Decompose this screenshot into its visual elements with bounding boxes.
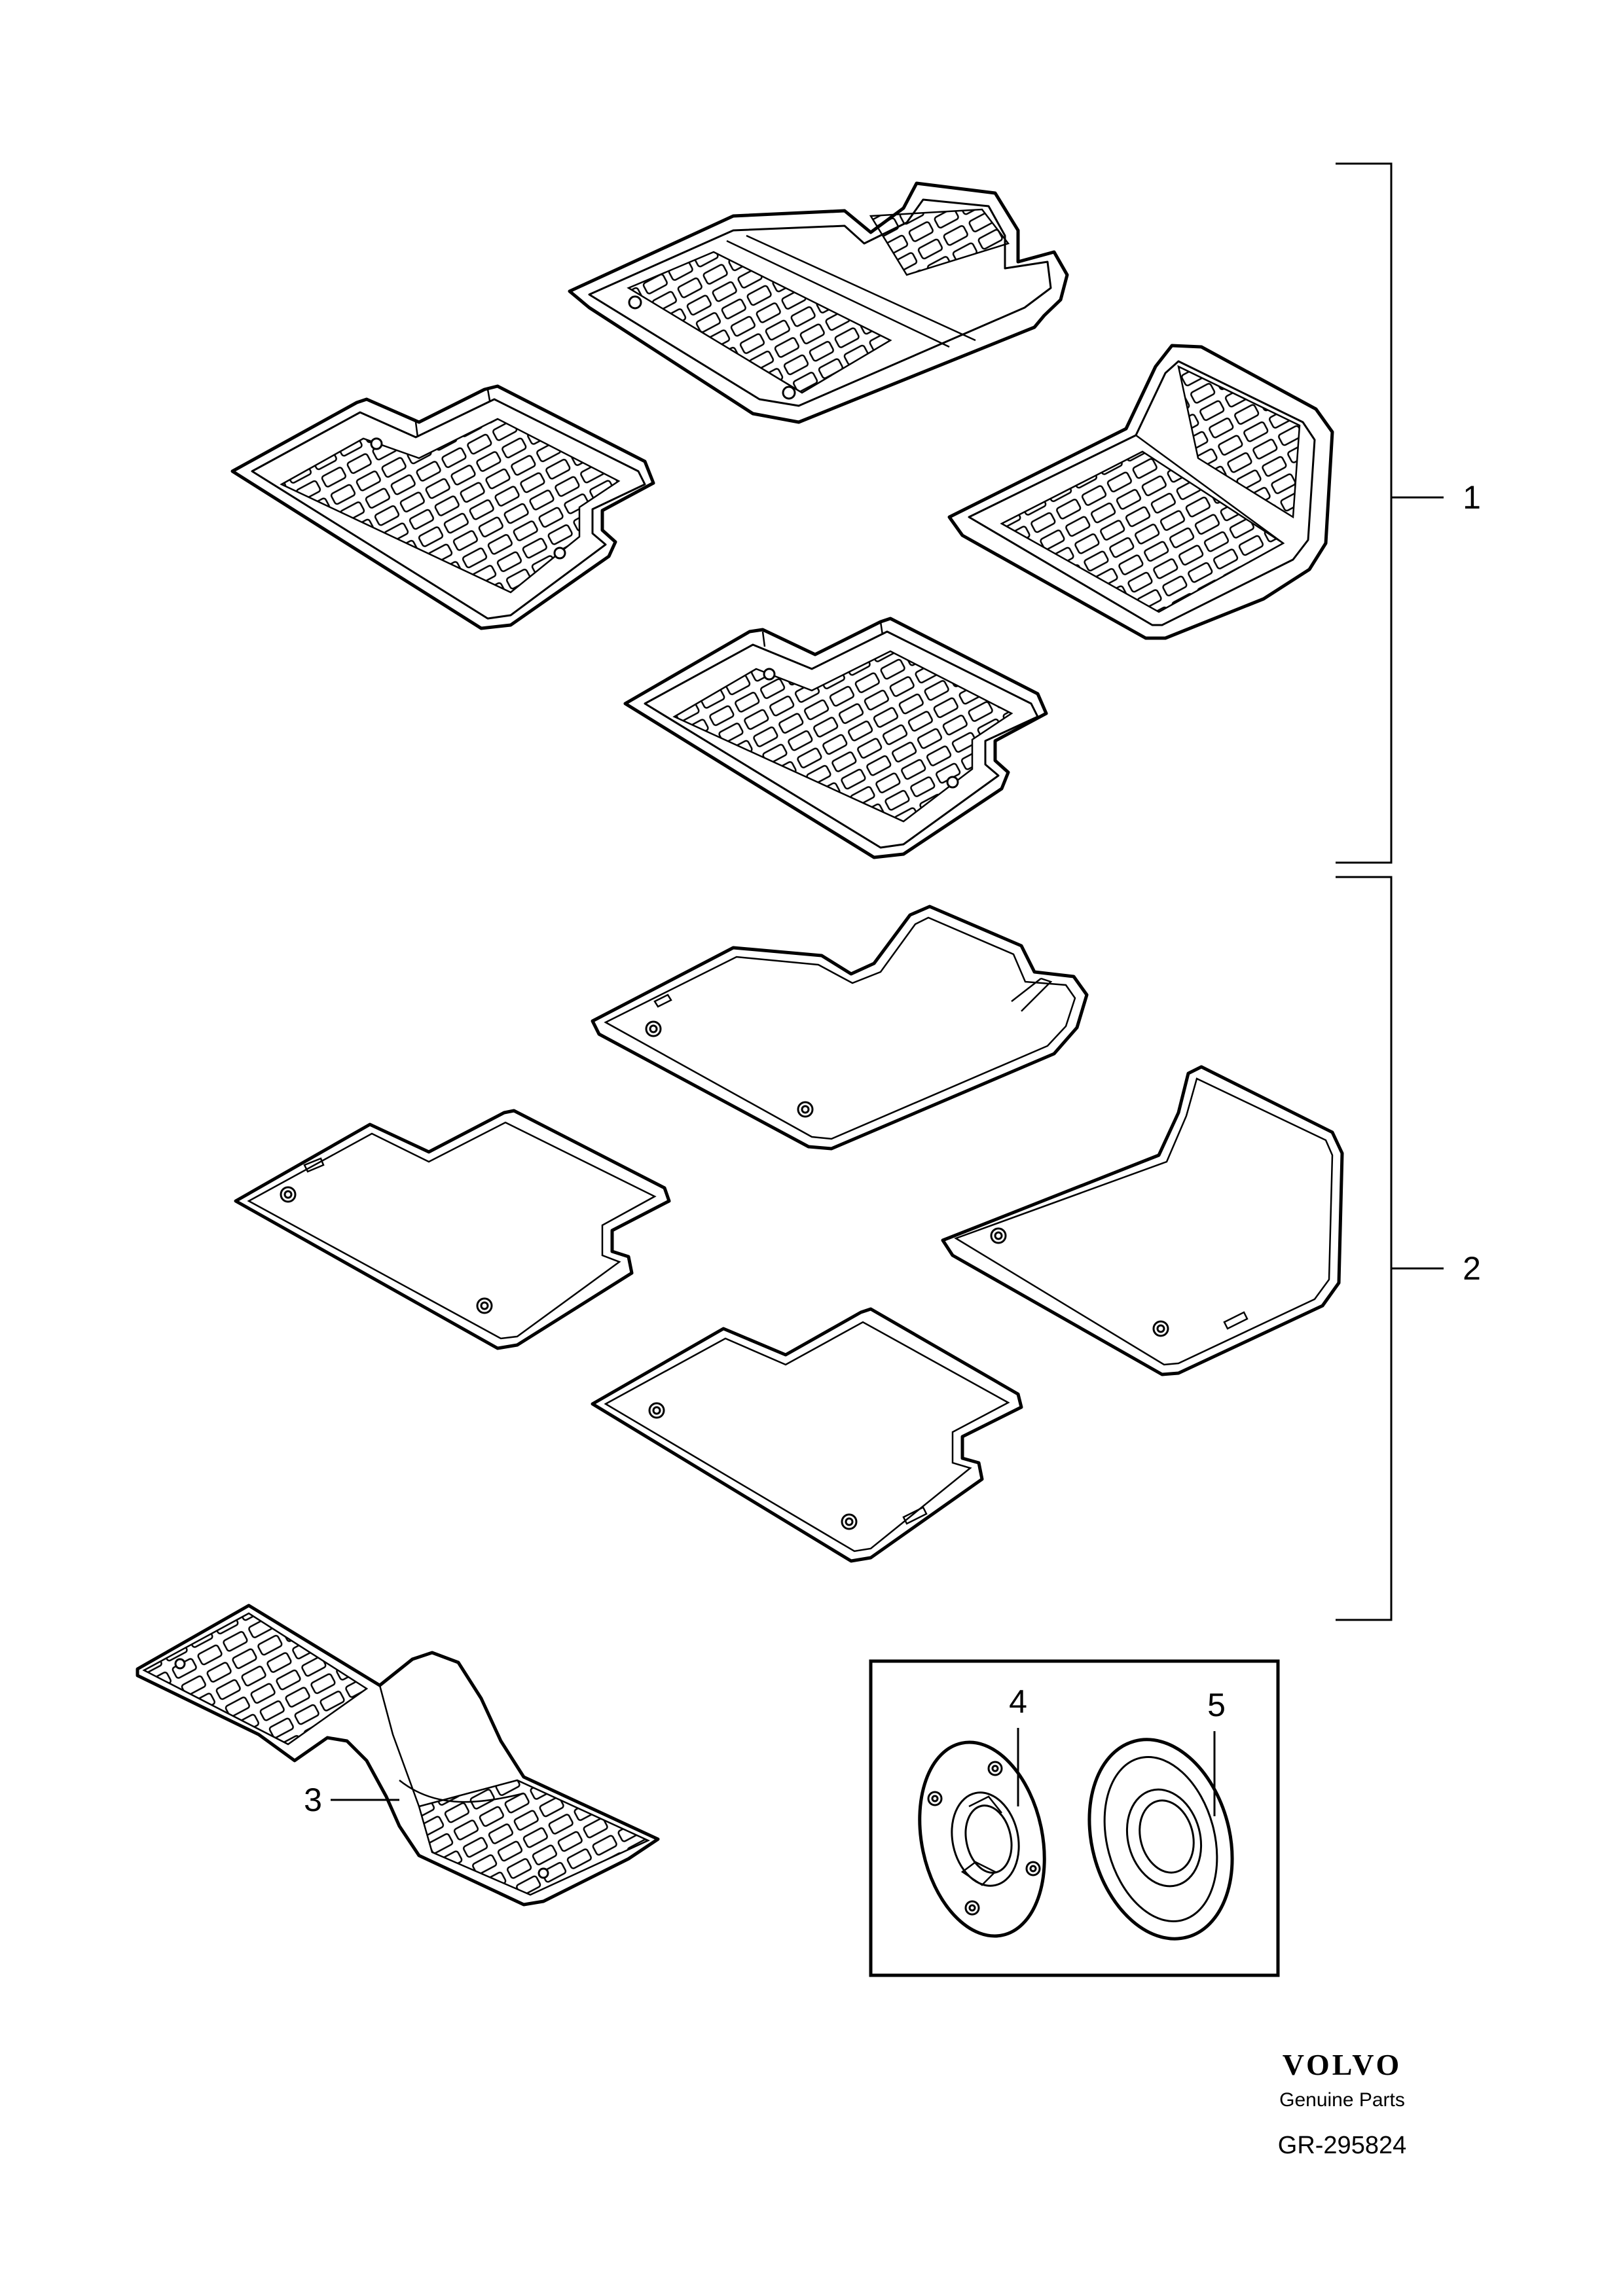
callout-4: 4	[1009, 1683, 1027, 1720]
textile-mat-rear-left	[234, 1109, 671, 1350]
rubber-mat-rear-right	[623, 617, 1048, 859]
rubber-mat-rear-left	[230, 384, 655, 630]
textile-mat-rear-right	[591, 1307, 1023, 1563]
textile-mat-front-right	[941, 1065, 1344, 1376]
brand-tagline: Genuine Parts	[1279, 2089, 1405, 2111]
callout-2: 2	[1463, 1250, 1481, 1287]
bracket-group-2	[1336, 876, 1444, 1621]
clip-part-5	[1087, 1738, 1234, 1941]
rubber-mat-front-right	[947, 344, 1334, 640]
clip-part-4	[918, 1740, 1046, 1938]
diagram-reference: GR-295824	[1278, 2132, 1406, 2159]
textile-mat-front-left	[591, 905, 1089, 1151]
trunk-mat	[136, 1604, 660, 1907]
rubber-mat-front-left	[568, 181, 1069, 424]
callout-3: 3	[304, 1782, 322, 1818]
bracket-group-1	[1336, 162, 1444, 864]
brand-logo: VOLVO	[1283, 2048, 1402, 2081]
callout-5: 5	[1207, 1687, 1226, 1723]
callout-1: 1	[1463, 479, 1481, 516]
